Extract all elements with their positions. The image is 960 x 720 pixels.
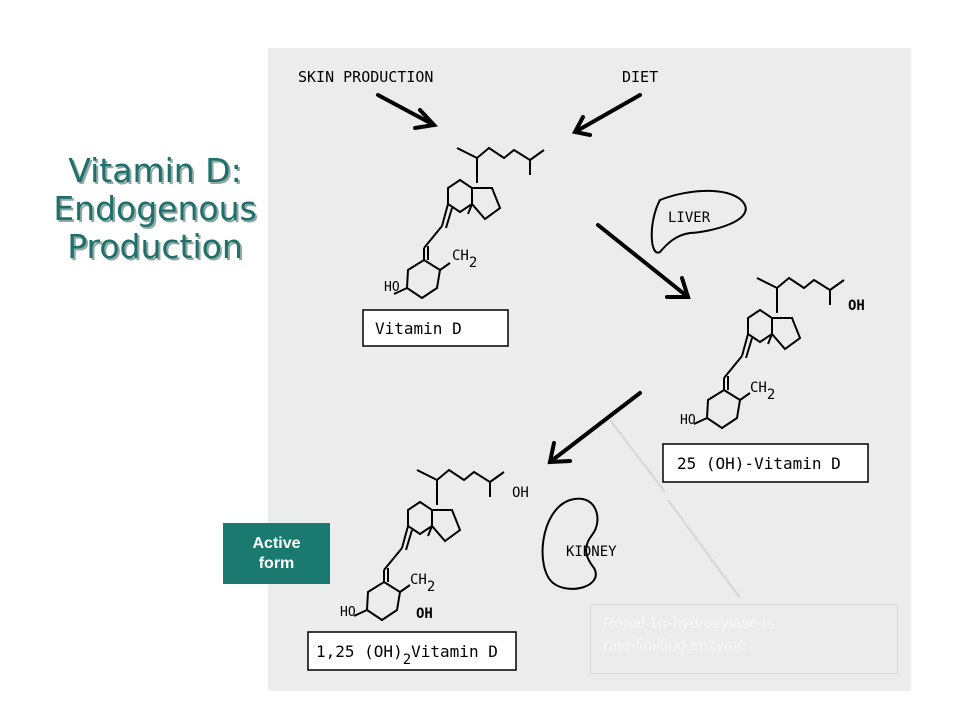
arrow-skin-to-vitd <box>376 93 439 130</box>
svg-text:OH: OH <box>416 606 433 622</box>
25-oh-vitamin-d-structure: OH CH2 HO <box>680 277 865 429</box>
title-line-1: Vitamin D: <box>68 151 242 190</box>
title-line-2: Endogenous <box>53 189 257 228</box>
arrow-vitd-to-25oh <box>596 223 691 299</box>
vitamin-d-box <box>362 309 509 347</box>
svg-text:HO: HO <box>680 413 696 428</box>
vitamin-d-box-label: Vitamin D <box>375 319 462 338</box>
calcitriol-box-label: 1,25 (OH)2Vitamin D <box>316 642 498 668</box>
vitamin-d-structure: CH2 HO <box>384 147 545 299</box>
liver-label: LIVER <box>668 210 711 226</box>
calcitriol-structure: OH CH2 HO OH <box>340 469 529 622</box>
svg-text:CH2: CH2 <box>452 248 477 271</box>
25-oh-vitamin-d-box <box>662 443 869 483</box>
skin-production-label: SKIN PRODUCTION <box>298 68 433 86</box>
svg-text:OH: OH <box>848 298 865 314</box>
svg-text:HO: HO <box>340 605 356 620</box>
slide-title: Vitamin D: Endogenous Production <box>30 152 280 266</box>
title-line-3: Production <box>67 227 243 266</box>
kidney-icon <box>541 497 599 590</box>
rate-limiting-note: Renal 1α-hydroxylase is rate-limiting en… <box>590 604 898 674</box>
svg-text:HO: HO <box>384 280 400 295</box>
diet-label: DIET <box>622 68 658 86</box>
liver-icon <box>650 189 747 254</box>
svg-text:CH2: CH2 <box>410 572 435 595</box>
arrow-diet-to-vitd <box>571 93 642 137</box>
svg-text:CH2: CH2 <box>750 380 775 403</box>
svg-text:OH: OH <box>512 485 529 501</box>
active-form-badge: Active form <box>223 523 330 584</box>
kidney-label: KIDNEY <box>566 544 617 560</box>
calcitriol-box <box>307 631 517 671</box>
arrow-25oh-to-125 <box>547 391 642 465</box>
25-oh-vitamin-d-box-label: 25 (OH)-Vitamin D <box>677 454 841 473</box>
